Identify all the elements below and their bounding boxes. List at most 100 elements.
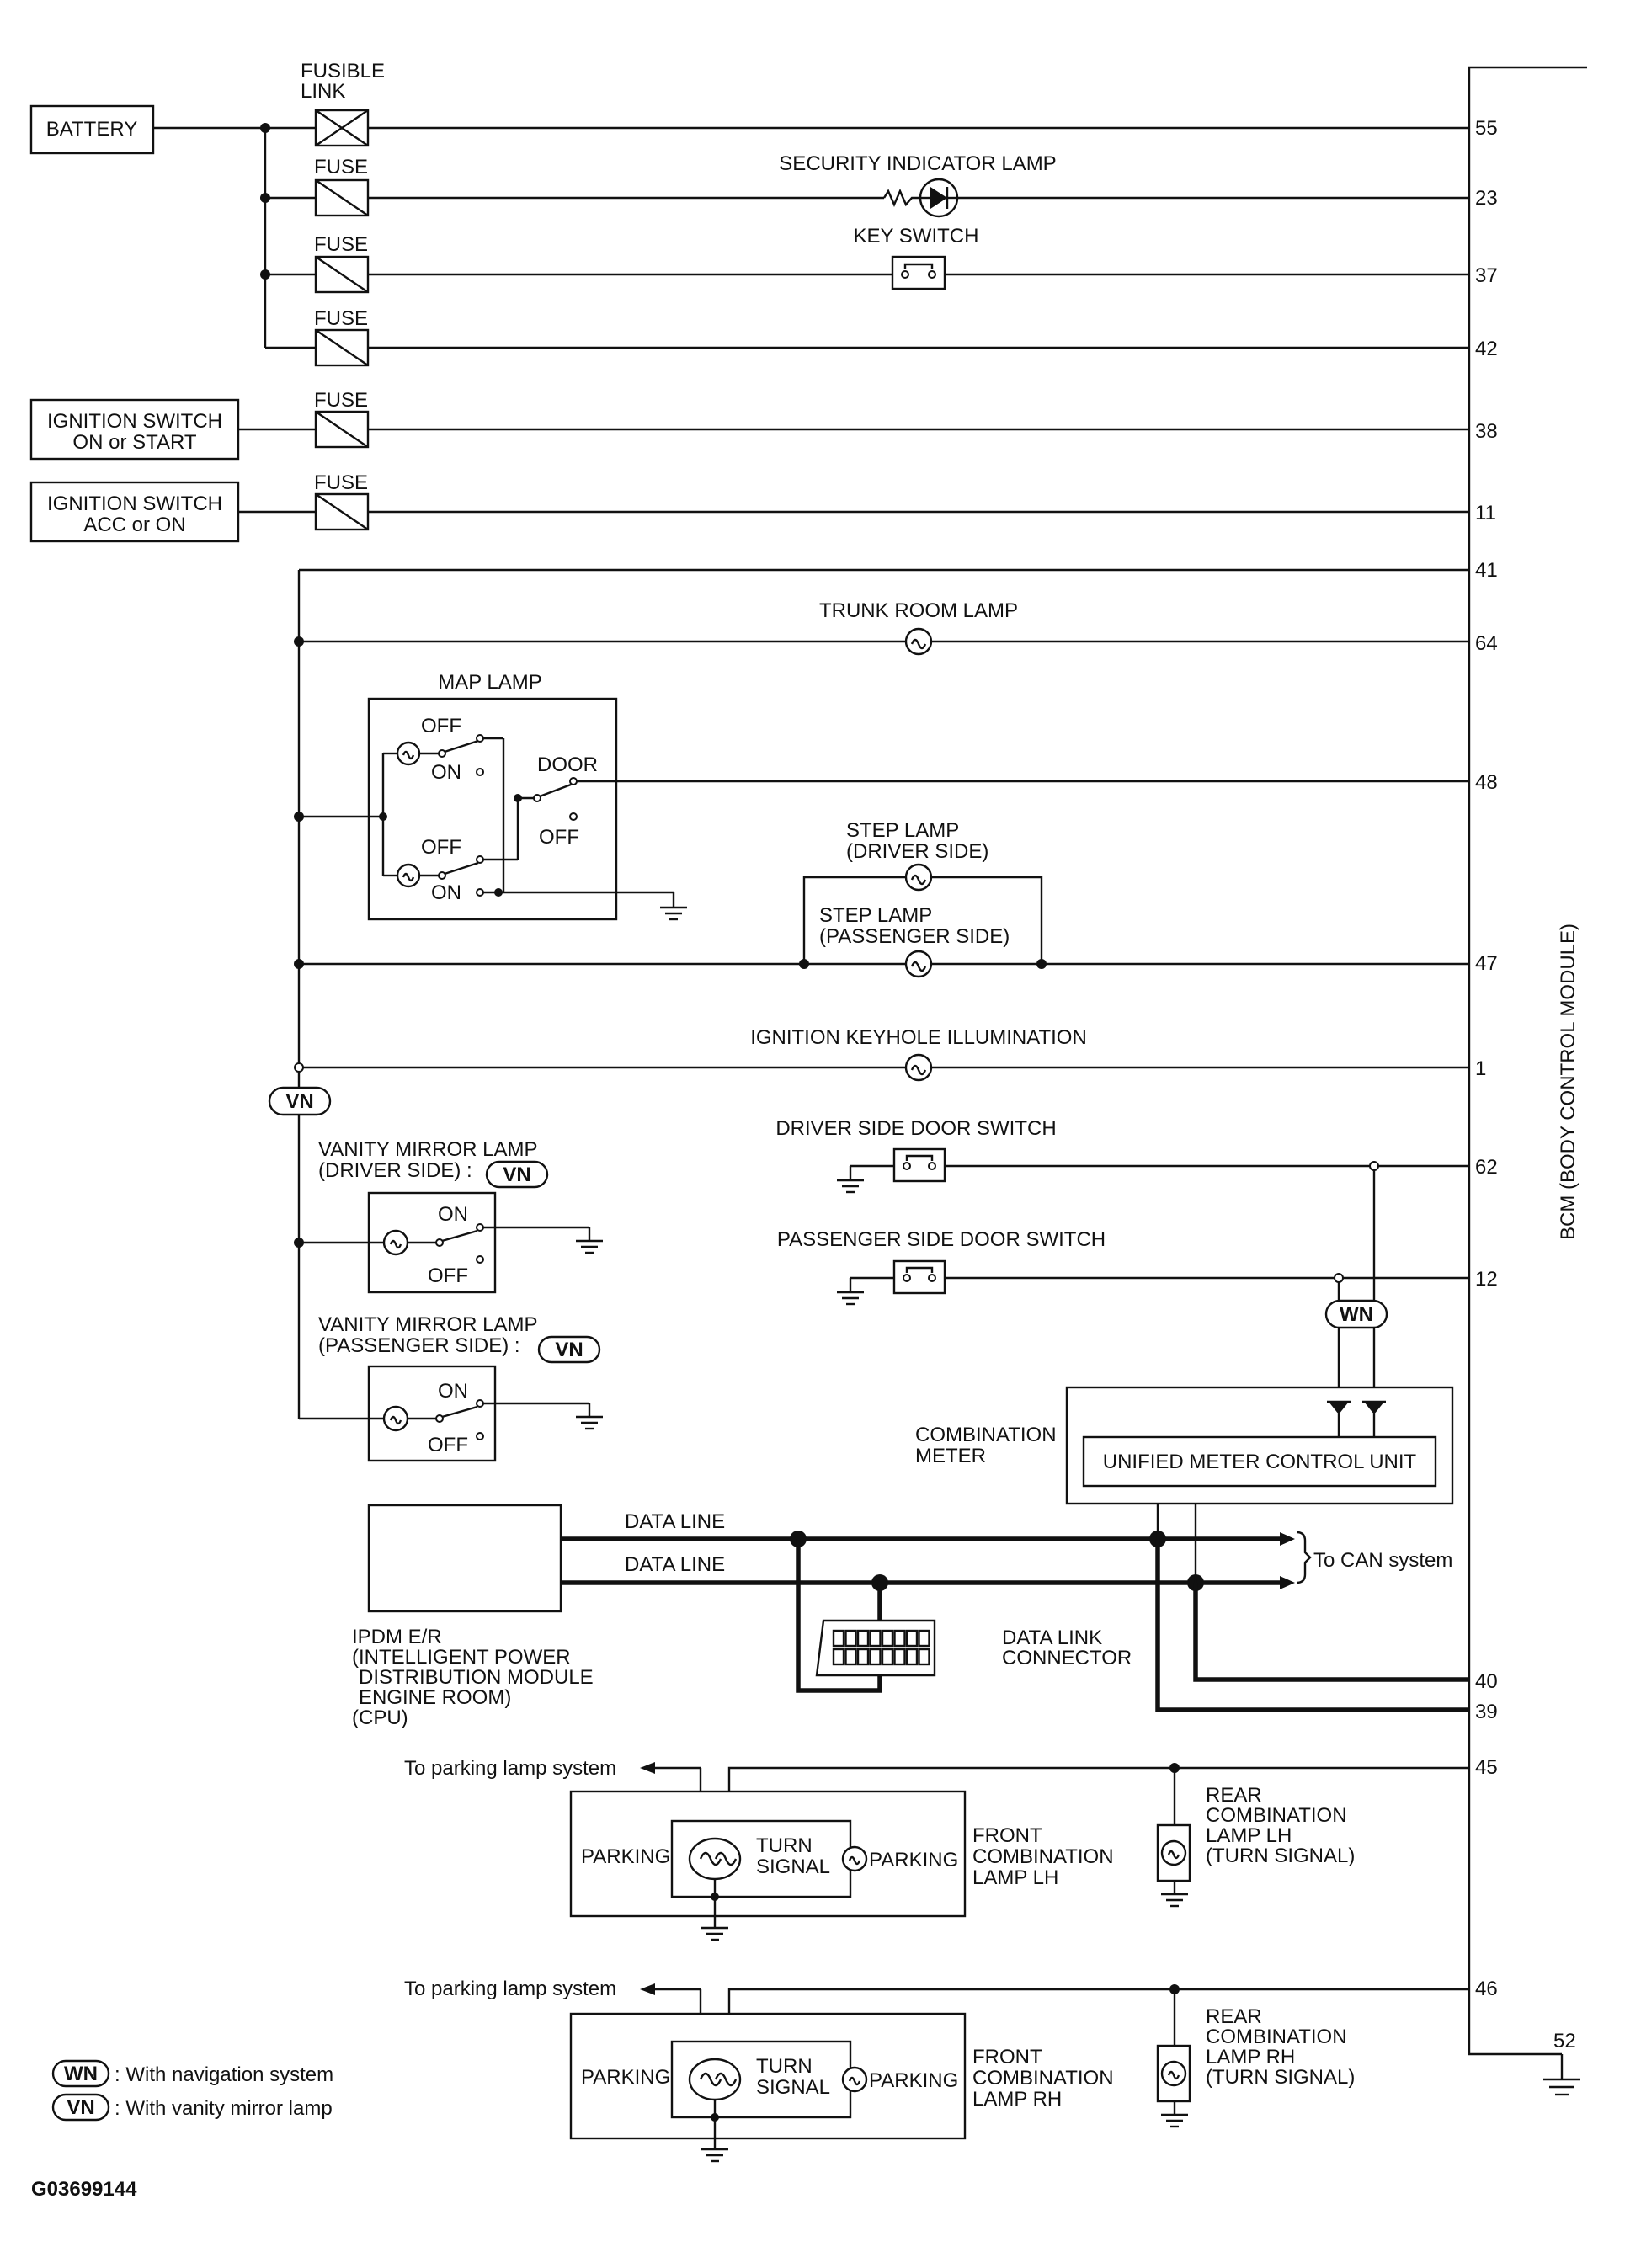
battery-section: BATTERY FUSIBLE LINK FUSE — [29, 60, 1469, 367]
ground-symbol — [660, 892, 687, 921]
dlc-pin — [893, 1648, 906, 1666]
ignition-on-start-label-1: IGNITION SWITCH — [47, 410, 222, 433]
signal-label: SIGNAL — [756, 1855, 830, 1878]
map-lamp-off-label-2: OFF — [539, 826, 579, 849]
ignition-on-start-label-2: ON or START — [72, 431, 196, 454]
ignition-keyhole-illumination-lamp — [904, 1053, 933, 1082]
rear-comb-rh-label-1: REAR — [1206, 2005, 1262, 2028]
pin-41: 41 — [1475, 559, 1498, 582]
dlc-pin — [881, 1648, 894, 1666]
dlc-pin — [832, 1648, 845, 1666]
to-parking-label-lh: To parking lamp system — [404, 1757, 616, 1780]
ipdm-label-5: (CPU) — [352, 1706, 408, 1729]
bcm-pins: 55 23 37 42 38 11 41 64 48 47 1 62 12 40… — [1475, 117, 1498, 2000]
keyhole-illumination-label: IGNITION KEYHOLE ILLUMINATION — [750, 1026, 1087, 1049]
ipdm-er: IPDM E/R (INTELLIGENT POWER DISTRIBUTION… — [352, 1504, 594, 1729]
to-parking-label-rh: To parking lamp system — [404, 1978, 616, 2000]
combination-meter-label-1: COMBINATION — [915, 1424, 1057, 1446]
rear-comb-lh-label-4: (TURN SIGNAL) — [1206, 1845, 1355, 1867]
fuse-label: FUSE — [314, 233, 368, 256]
battery-box — [29, 104, 155, 155]
pin-45: 45 — [1475, 1756, 1498, 1779]
legend-vn-code: VN — [67, 2096, 94, 2119]
dlc-pin — [844, 1629, 857, 1648]
dlc-pin — [856, 1648, 870, 1666]
ground-symbol — [576, 1227, 603, 1254]
map-lamp: MAP LAMP OFF ON OFF ON — [299, 671, 1469, 921]
dlc-pin — [893, 1629, 906, 1648]
bcm-module: BCM (BODY CONTROL MODULE) 52 — [1468, 66, 1587, 2096]
dlc-pin — [905, 1648, 919, 1666]
turn-signal-rh-circuit: To parking lamp system FRONT COMBINATION… — [404, 1978, 1469, 2163]
rear-combination-lamp-lh — [1156, 1823, 1191, 1882]
front-comb-rh-label-2: COMBINATION — [972, 2067, 1114, 2090]
pin-64: 64 — [1475, 632, 1498, 655]
ground-symbol — [1161, 1893, 1188, 1908]
fuse — [314, 255, 370, 294]
driver-side-door-switch — [892, 1147, 946, 1183]
map-lamp-on-label: ON — [431, 761, 461, 784]
vn-option-tag: VN — [268, 1086, 332, 1116]
front-comb-rh-label-1: FRONT — [972, 2046, 1042, 2068]
trunk-room-lamp — [904, 627, 933, 656]
dlc-pin — [881, 1629, 894, 1648]
trunk-room-lamp-circuit: TRUNK ROOM LAMP — [299, 599, 1469, 656]
dlc-pin — [856, 1629, 870, 1648]
key-switch — [891, 255, 946, 290]
step-lamp-driver-label-1: STEP LAMP — [846, 819, 959, 842]
passenger-door-switch-circuit: PASSENGER SIDE DOOR SWITCH — [777, 1228, 1469, 1402]
ground-symbol — [837, 1278, 864, 1306]
driver-door-switch-circuit: DRIVER SIDE DOOR SWITCH — [775, 1117, 1469, 1402]
ipdm-label-1: IPDM E/R — [352, 1626, 442, 1648]
figure-id: G03699144 — [31, 2178, 137, 2201]
rear-comb-rh-label-4: (TURN SIGNAL) — [1206, 2066, 1355, 2089]
dlc-label-2: CONNECTOR — [1002, 1647, 1132, 1669]
fuse — [314, 410, 370, 449]
signal-label: SIGNAL — [756, 2076, 830, 2099]
ignition-acc-on-label-1: IGNITION SWITCH — [47, 492, 222, 515]
dlc-label-1: DATA LINK — [1002, 1626, 1102, 1649]
arrow-left-icon — [640, 1762, 655, 1774]
pin-47: 47 — [1475, 952, 1498, 975]
map-lamp-off-label: OFF — [421, 836, 461, 859]
pin-1: 1 — [1475, 1057, 1486, 1080]
map-lamp-door-label: DOOR — [537, 753, 598, 776]
vanity-mirror-lamp-driver: VANITY MIRROR LAMP (DRIVER SIDE) : VN ON… — [299, 1138, 603, 1294]
ignition-switch-on-start-box — [29, 398, 240, 461]
keyhole-illumination-circuit: IGNITION KEYHOLE ILLUMINATION — [294, 1026, 1469, 1082]
legend: WN : With navigation system VN : With va… — [51, 2059, 333, 2122]
ignition-on-start-section: IGNITION SWITCH ON or START FUSE — [29, 389, 1469, 461]
fuse — [314, 178, 370, 217]
fuse-label: FUSE — [314, 471, 368, 494]
vn-tag-label: VN — [285, 1090, 313, 1113]
vanity-driver-label-2: (DRIVER SIDE) : — [318, 1159, 472, 1182]
fusible-link-label-2: LINK — [301, 80, 345, 103]
arrow-right-icon — [1280, 1576, 1295, 1589]
step-lamp-driver — [904, 863, 933, 892]
pin-55: 55 — [1475, 117, 1498, 140]
bcm-label: BCM (BODY CONTROL MODULE) — [1557, 924, 1580, 1240]
ground-symbol — [701, 1897, 728, 1941]
legend-wn-code: WN — [64, 2063, 98, 2085]
ignition-acc-on-section: IGNITION SWITCH ACC or ON FUSE — [29, 471, 1469, 543]
fuse — [314, 492, 370, 531]
wn-tag-label: WN — [1340, 1303, 1373, 1326]
pin-38: 38 — [1475, 420, 1498, 443]
vanity-passenger-label-1: VANITY MIRROR LAMP — [318, 1313, 537, 1336]
step-lamp-passenger-label-1: STEP LAMP — [819, 904, 932, 927]
diode-icon — [1329, 1402, 1349, 1414]
parking-label: PARKING — [869, 1849, 958, 1871]
vanity-passenger-label-2: (PASSENGER SIDE) : — [318, 1334, 520, 1357]
arrow-right-icon — [1280, 1532, 1295, 1546]
data-line-label-1: DATA LINE — [625, 1510, 725, 1533]
parking-label: PARKING — [581, 1845, 670, 1868]
data-link-connector: DATA LINK CONNECTOR — [815, 1619, 1132, 1677]
map-lamp-label: MAP LAMP — [438, 671, 542, 694]
passenger-side-door-switch — [892, 1259, 946, 1295]
pin-23: 23 — [1475, 187, 1498, 210]
combination-meter: COMBINATION METER UNIFIED METER CONTROL … — [915, 1386, 1454, 1505]
parking-label: PARKING — [581, 2066, 670, 2089]
step-lamp-driver-label-2: (DRIVER SIDE) — [846, 840, 988, 863]
vanity-passenger-on-label: ON — [438, 1380, 468, 1403]
legend-vn-text: : With vanity mirror lamp — [115, 2097, 333, 2120]
